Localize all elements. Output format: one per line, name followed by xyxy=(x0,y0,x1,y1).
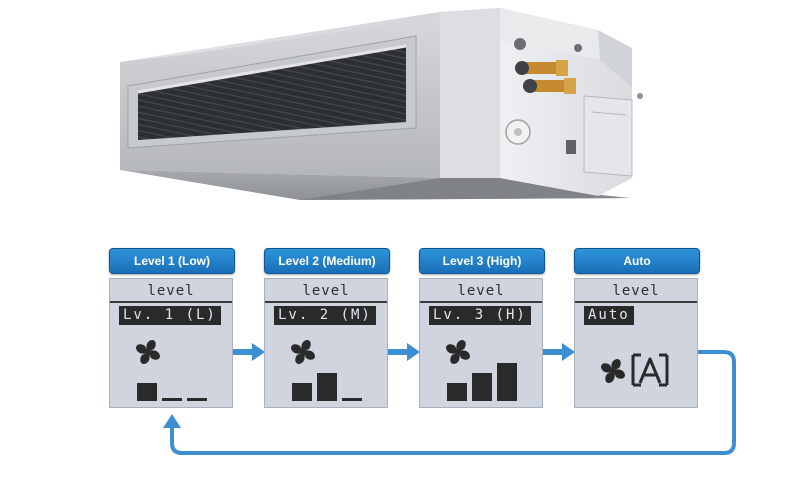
lcd-speed-value: Auto xyxy=(584,306,634,325)
arrow-level2-to-level3 xyxy=(388,343,420,361)
level-3-badge: Level 3 (High) xyxy=(419,248,545,274)
lcd-panel-level-2: level Lv. 2 (M) xyxy=(264,278,388,408)
lcd-speed-value: Lv. 3 (H) xyxy=(429,306,531,325)
arrow-level3-to-auto xyxy=(543,343,575,361)
level-1-badge: Level 1 (Low) xyxy=(109,248,235,274)
lcd-speed-value: Lv. 1 (L) xyxy=(119,306,221,325)
fan-icon xyxy=(601,359,625,383)
air-vent xyxy=(127,35,417,149)
fan-icon xyxy=(291,340,315,364)
speed-bar xyxy=(472,373,492,401)
lcd-panel-auto: level Auto xyxy=(574,278,698,408)
lcd-glyphs xyxy=(446,340,517,401)
speed-bar xyxy=(342,398,362,401)
ducted-ac-unit-image xyxy=(120,8,643,200)
lcd-divider xyxy=(575,301,697,303)
lcd-panel-level-3: level Lv. 3 (H) xyxy=(419,278,543,408)
lcd-title: level xyxy=(147,283,195,299)
fan-icon xyxy=(136,340,160,364)
fan-icon xyxy=(446,340,470,364)
lcd-title: level xyxy=(612,283,660,299)
lcd-speed-value: Lv. 2 (M) xyxy=(274,306,376,325)
speed-bar xyxy=(187,398,207,401)
speed-bar xyxy=(137,383,157,401)
level-2-badge: Level 2 (Medium) xyxy=(264,248,390,274)
speed-bar xyxy=(497,363,517,401)
auto-a-icon xyxy=(631,353,669,387)
lcd-title: level xyxy=(302,283,350,299)
pipe-fittings xyxy=(505,38,582,154)
speed-bar xyxy=(162,398,182,401)
speed-bar xyxy=(447,383,467,401)
control-box xyxy=(583,93,643,177)
lcd-glyphs xyxy=(136,340,207,401)
lcd-glyphs xyxy=(291,340,362,401)
lcd-glyphs xyxy=(601,353,669,387)
lcd-divider xyxy=(420,301,542,303)
arrow-level1-to-level2 xyxy=(233,343,265,361)
lcd-title: level xyxy=(457,283,505,299)
lcd-panel-level-1: level Lv. 1 (L) xyxy=(109,278,233,408)
lcd-divider xyxy=(110,301,232,303)
auto-badge: Auto xyxy=(574,248,700,274)
lcd-divider xyxy=(265,301,387,303)
speed-bar xyxy=(292,383,312,401)
speed-bar xyxy=(317,373,337,401)
